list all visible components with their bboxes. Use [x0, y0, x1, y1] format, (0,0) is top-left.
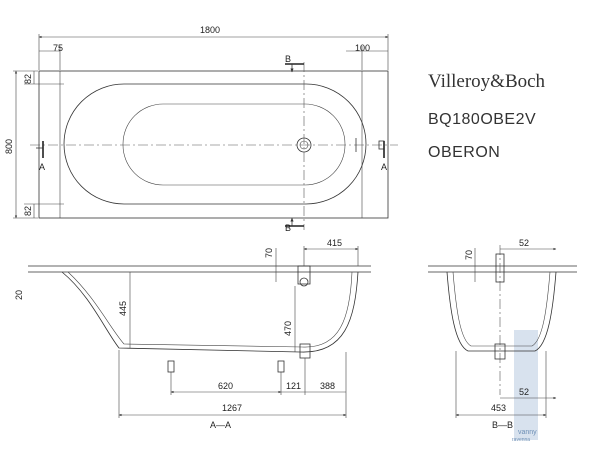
- bb-dim-overflow-height: 70: [464, 250, 474, 260]
- dim-foot-drain: 121: [286, 381, 301, 391]
- series-name: OBERON: [428, 144, 500, 161]
- foot-left: [167, 360, 175, 373]
- bb-drain: [494, 343, 506, 360]
- section-aa-label: A—A: [210, 420, 231, 430]
- section-bb: vanny ravenna 70 52 52 453 B—B: [428, 238, 577, 443]
- watermark-band: [514, 330, 538, 440]
- section-b-bottom-label: B: [285, 223, 291, 233]
- dim-drain-end: 388: [320, 381, 335, 391]
- bb-overflow: [495, 253, 505, 283]
- dim-top-rim: 82: [23, 74, 33, 84]
- brand-block: Villeroy&Boch BQ180OBE2V OBERON: [428, 71, 546, 161]
- bb-dim-bottom-width: 453: [491, 403, 506, 413]
- overflow-hole: [299, 277, 309, 287]
- tub-bowl-outer: [63, 83, 367, 205]
- dim-right-offset: 100: [355, 43, 370, 53]
- bb-dim-drain-offset: 52: [519, 387, 529, 397]
- section-aa: 20 445 70 415 470 620 121 388 1267 A—A: [14, 238, 371, 430]
- drain-fitting: [299, 343, 311, 359]
- dim-overflow-height: 70: [264, 248, 274, 258]
- bb-profile-inner: [452, 271, 551, 347]
- dim-width: 800: [4, 139, 14, 154]
- dim-rim-thickness: 20: [14, 290, 24, 300]
- bb-profile-outer: [446, 271, 557, 352]
- tub-profile-outer: [61, 271, 359, 353]
- watermark-subtext: ravenna: [512, 437, 530, 443]
- tub-bowl-bottom: [122, 103, 346, 186]
- section-b-top-label: B: [285, 54, 291, 64]
- plan-view: 1800 75 100 800 82 82 B B A A: [4, 25, 398, 233]
- dim-foot-spacing: 620: [218, 381, 233, 391]
- dim-bottom-rim: 82: [23, 206, 33, 216]
- section-bb-label: B—B: [492, 420, 513, 430]
- dim-overflow-end: 415: [327, 238, 342, 248]
- bb-dim-overflow-offset: 52: [519, 238, 529, 248]
- dim-overflow-depth: 470: [283, 321, 293, 336]
- watermark-text: vanny: [518, 429, 537, 436]
- section-a-left-label: A: [39, 162, 45, 172]
- dim-length: 1800: [200, 25, 220, 35]
- dim-bottom-length: 1267: [222, 403, 242, 413]
- dim-depth: 445: [118, 301, 128, 316]
- tub-profile-inner: [67, 271, 353, 348]
- model-code: BQ180OBE2V: [428, 111, 536, 128]
- dim-left-offset: 75: [53, 43, 63, 53]
- foot-right: [277, 360, 285, 373]
- brand-name: Villeroy&Boch: [428, 71, 546, 92]
- tub-outline: [38, 70, 389, 219]
- section-a-right-label: A: [381, 162, 387, 172]
